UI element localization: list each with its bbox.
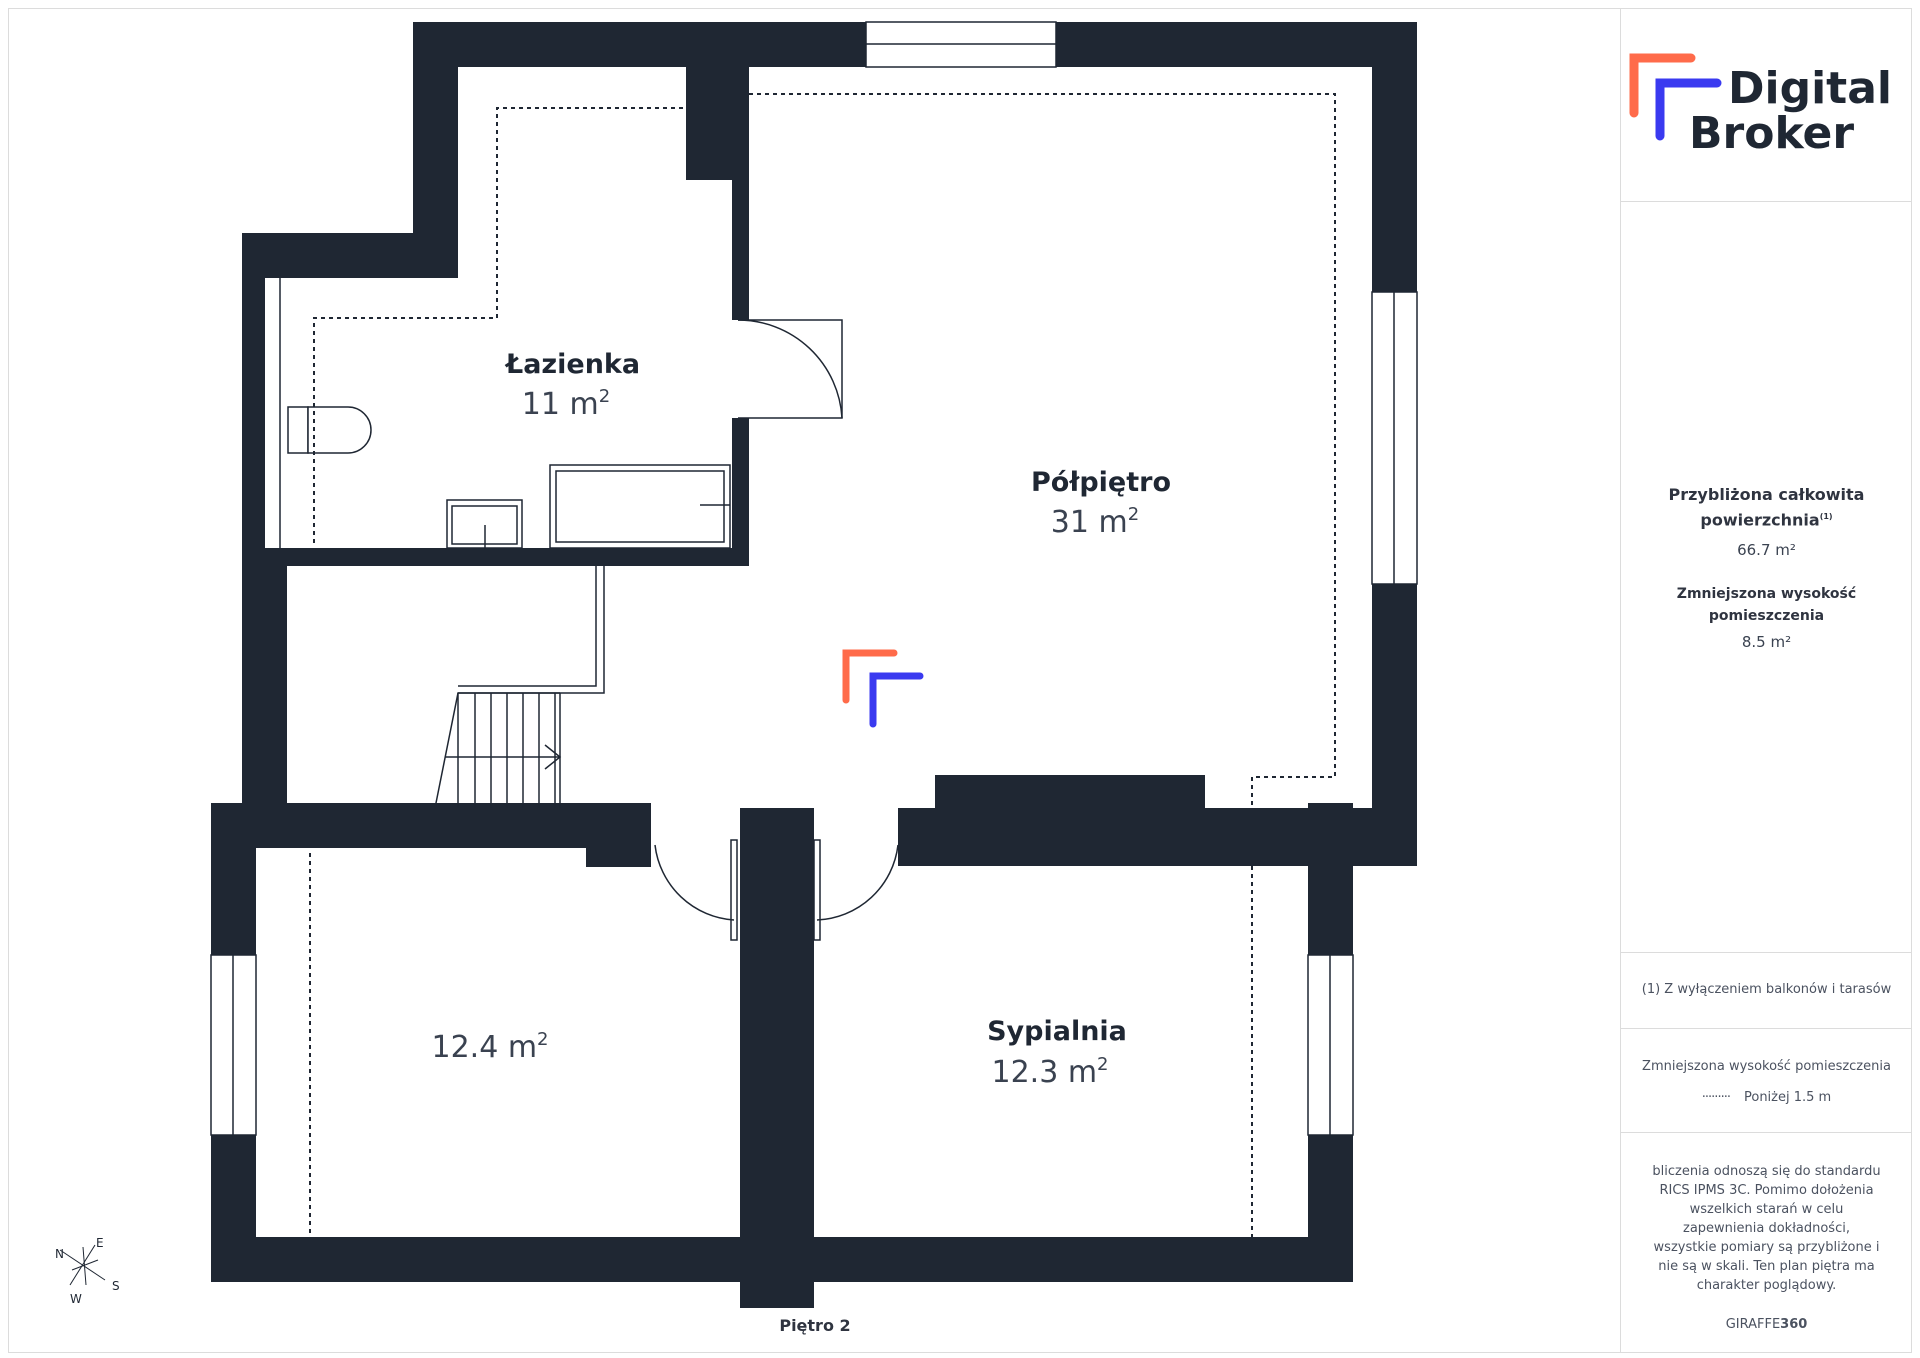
compass-icon: N E S W (55, 1236, 120, 1306)
room-area-value: 12.3 m (991, 1055, 1097, 1090)
legend-title: Zmniejszona wysokość pomieszczenia (1642, 1059, 1891, 1074)
wall-bath-right-lower (732, 418, 749, 566)
brand-logo: Digital Broker (1621, 8, 1913, 201)
footnote-text: (1) Z wyłączeniem balkonów i tarasów (1641, 982, 1892, 997)
total-area-block: Przybliżona całkowita powierzchnia(1) 66… (1621, 484, 1912, 559)
door-bathroom (737, 319, 843, 419)
compass-s: S (112, 1279, 120, 1293)
room-area-value: 11 m (522, 387, 599, 422)
window-right (1371, 291, 1418, 585)
brand-logo-mark: Digital Broker (1629, 53, 1892, 159)
page-frame (8, 8, 1912, 1353)
brand-line2: Broker (1689, 108, 1854, 159)
credit-name: GIRAFFE (1725, 1317, 1781, 1332)
windows (210, 21, 1418, 1136)
legend-row: ········· Poniżej 1.5 m (1621, 1088, 1912, 1107)
brand-line1: Digital (1728, 63, 1892, 114)
bath-left-niche (265, 278, 287, 548)
room-area-polpietro: 31 m2 (1051, 504, 1139, 540)
info-sidebar: Digital Broker Przybliżona całkowita pow… (1620, 8, 1912, 1353)
room-label-polpietro: Półpiętro 31 m2 (1031, 467, 1171, 540)
legend-dotted-line: ········· (1701, 1090, 1731, 1105)
total-area-value: 66.7 m² (1737, 541, 1796, 560)
room-label-sypialnia: Sypialnia 12.3 m2 (987, 1016, 1127, 1090)
fixtures (287, 406, 731, 549)
compass-e: E (96, 1236, 104, 1250)
compass-w: W (70, 1292, 82, 1306)
reduced-area-block: Zmniejszona wysokość pomieszczenia 8.5 m… (1621, 583, 1912, 651)
total-area-title-1: Przybliżona całkowita (1668, 485, 1865, 504)
wall-bath-bottom (265, 548, 749, 566)
reduced-height-lines (309, 93, 1336, 1237)
window-top (865, 21, 1057, 68)
wall-left-mid (242, 566, 287, 696)
legend-text: Poniżej 1.5 m (1743, 1090, 1832, 1105)
floor-plan-drawing: Łazienka 11 m2 Półpiętro 31 m2 12.4 m2 S… (210, 21, 1418, 1308)
wall-landing-block (935, 775, 1205, 815)
room-area-pokoj: 12.4 m2 (431, 1029, 548, 1065)
room-area-sypialnia: 12.3 m2 (991, 1054, 1108, 1090)
window-lower-left (210, 954, 257, 1136)
wall-mid-left-stub (586, 803, 651, 867)
reduced-area-value: 8.5 m² (1741, 633, 1792, 652)
room-area-lazienka: 11 m2 (522, 386, 610, 422)
credit-number: 360 (1780, 1317, 1808, 1332)
disclaimer-section: bliczenia odnoszą się do standardu RICS … (1621, 1132, 1912, 1354)
room-area-unit-sup: 2 (1097, 1054, 1108, 1075)
doors (654, 319, 899, 941)
giraffe360-credit: GIRAFFE360 (1621, 1315, 1912, 1334)
door-bedroom (813, 839, 899, 941)
total-area-footnote-mark: (1) (1819, 512, 1833, 521)
reduced-area-title: Zmniejszona wysokość pomieszczenia (1676, 586, 1857, 625)
total-area-title-2-text: powierzchnia (1700, 510, 1820, 530)
walls (211, 22, 1417, 1308)
compass-n: N (55, 1247, 64, 1261)
room-label-lazienka: Łazienka 11 m2 (504, 349, 640, 422)
wall-bath-right-upper (732, 22, 749, 320)
legend-section: Zmniejszona wysokość pomieszczenia ·····… (1621, 1028, 1912, 1133)
room-name-polpietro: Półpiętro (1031, 467, 1171, 498)
room-area-unit-sup: 2 (1128, 504, 1139, 525)
room-name-sypialnia: Sypialnia (987, 1016, 1127, 1047)
room-area-unit-sup: 2 (537, 1029, 548, 1050)
area-summary: Przybliżona całkowita powierzchnia(1) 66… (1621, 201, 1912, 953)
room-name-lazienka: Łazienka (504, 349, 640, 380)
bathtub (549, 464, 731, 549)
room-area-value: 31 m (1051, 505, 1128, 540)
disclaimer-text: bliczenia odnoszą się do standardu RICS … (1652, 1164, 1881, 1293)
window-lower-right (1307, 954, 1354, 1136)
wall-upper-left (413, 22, 458, 244)
wall-room-divider (740, 808, 814, 1308)
sink (446, 499, 523, 549)
total-area-title-2: powierzchnia(1) (1621, 506, 1912, 531)
door-left-room (654, 839, 738, 941)
room-area-unit-sup: 2 (599, 386, 610, 407)
room-area-value: 12.4 m (431, 1030, 537, 1065)
wall-mid-left (211, 803, 651, 848)
toilet (287, 406, 372, 454)
room-label-pokoj: 12.4 m2 (431, 1029, 548, 1065)
wall-bottom (211, 1237, 1353, 1282)
stairs (434, 566, 605, 809)
floor-label: Piętro 2 (779, 1316, 851, 1335)
center-logo-mark (842, 649, 924, 728)
footnote-section: (1) Z wyłączeniem balkonów i tarasów (1621, 952, 1912, 1029)
